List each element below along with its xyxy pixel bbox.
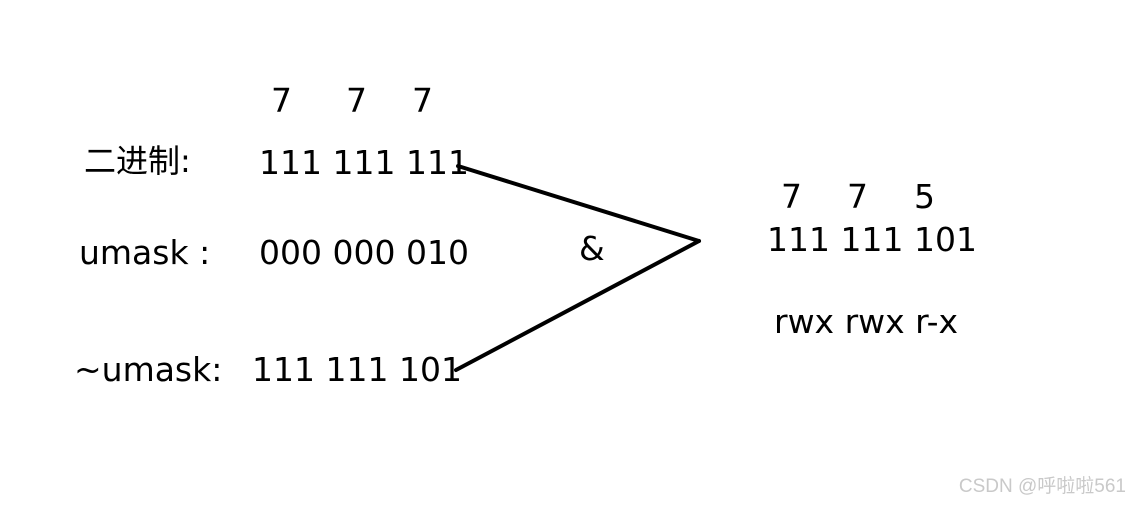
watermark: CSDN @呼啦啦561 bbox=[958, 476, 1126, 497]
result-octal-digit: 7 bbox=[847, 177, 868, 216]
not-umask-label: ~umask: bbox=[74, 350, 223, 389]
result-octal-digit: 7 bbox=[781, 177, 802, 216]
result-binary: 111 111 101 bbox=[767, 220, 977, 259]
umask-label: umask : bbox=[79, 233, 211, 272]
and-operator: & bbox=[579, 229, 605, 268]
umask-value: 000 000 010 bbox=[259, 233, 469, 272]
result-octal-digit: 5 bbox=[914, 177, 935, 216]
binary-label: 二进制: bbox=[84, 142, 191, 180]
input-octal-digit: 7 bbox=[412, 81, 433, 120]
lower-connector-line bbox=[454, 239, 701, 372]
result-permissions: rwx rwx r-x bbox=[774, 302, 959, 341]
input-octal-digit: 7 bbox=[271, 81, 292, 120]
not-umask-value: 111 111 101 bbox=[252, 350, 462, 389]
input-octal-digit: 7 bbox=[346, 81, 367, 120]
binary-value: 111 111 111 bbox=[259, 143, 469, 182]
upper-connector-line bbox=[456, 164, 701, 243]
